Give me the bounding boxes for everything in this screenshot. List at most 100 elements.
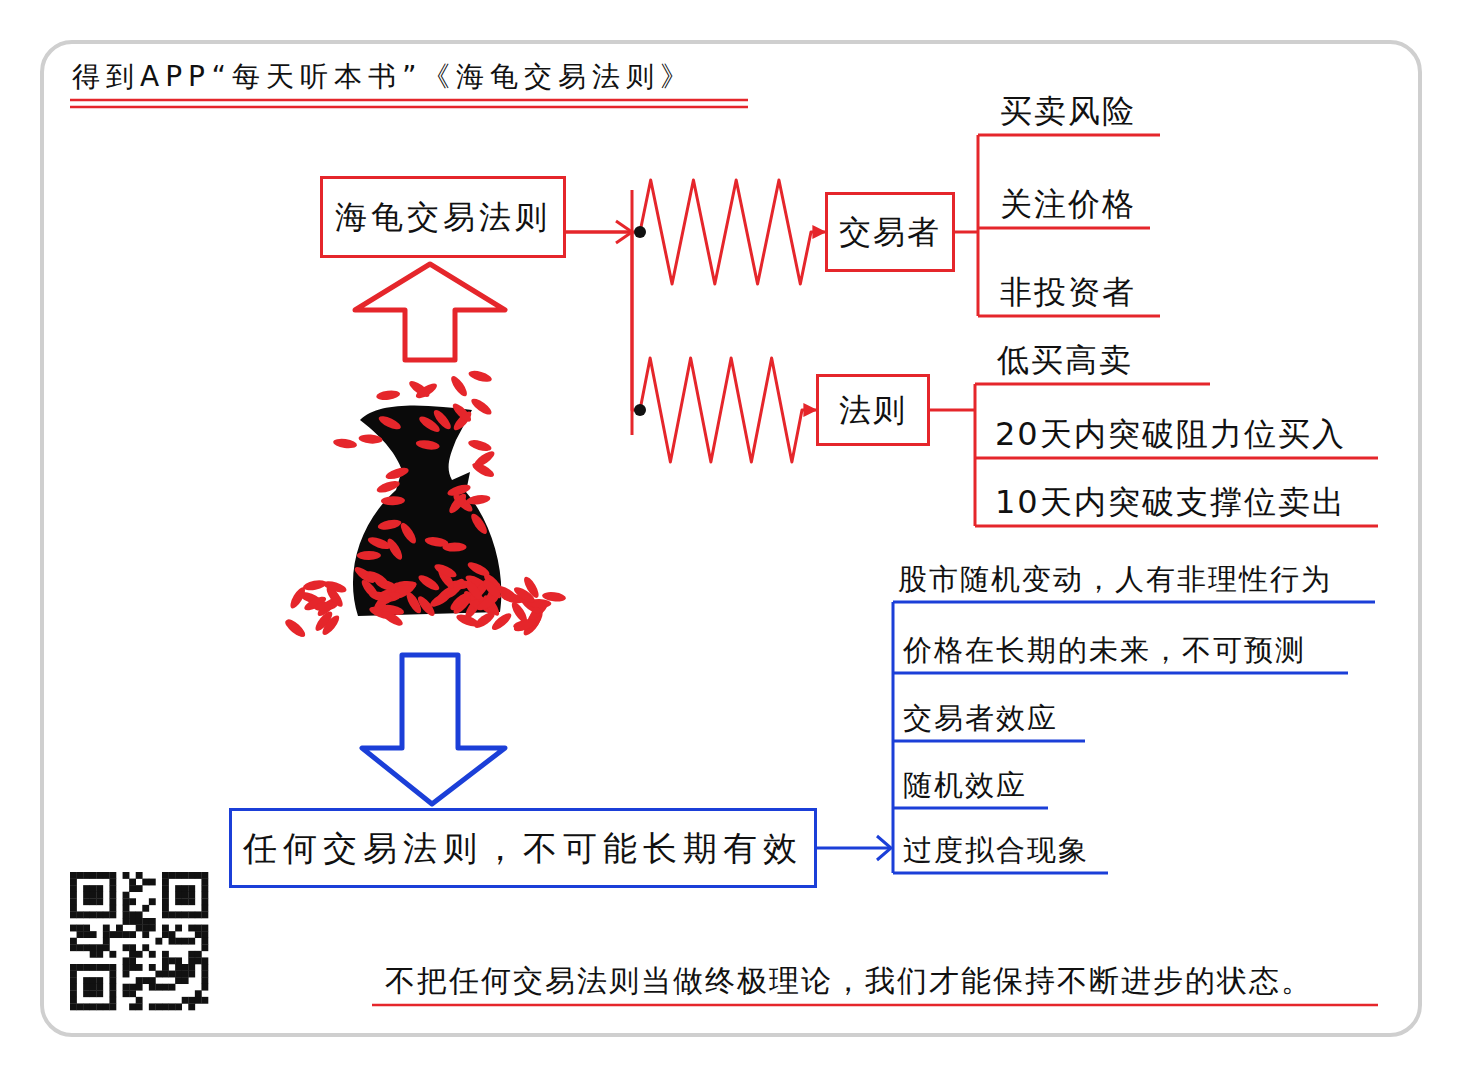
bracket-line <box>892 602 895 873</box>
qr-cell <box>90 892 97 899</box>
qr-cell <box>175 957 182 964</box>
qr-cell <box>201 997 208 1004</box>
qr-cell <box>155 984 162 991</box>
qr-cell <box>109 905 116 912</box>
qr-cell <box>175 977 182 984</box>
pill <box>431 408 453 432</box>
qr-cell <box>169 931 176 938</box>
qr-cell <box>109 997 116 1004</box>
qr-cell <box>162 898 169 905</box>
qr-cell <box>175 971 182 978</box>
branch-line <box>975 457 1378 460</box>
qr-cell <box>175 872 182 879</box>
qr-cell <box>175 892 182 899</box>
qr-cell <box>155 971 162 978</box>
branch-line <box>893 807 1048 810</box>
qr-cell <box>129 879 136 886</box>
qr-cell <box>70 944 77 951</box>
qr-cell <box>175 1003 182 1010</box>
qr-cell <box>201 964 208 971</box>
pill <box>481 577 504 601</box>
qr-cell <box>123 971 130 978</box>
qr-cell <box>70 911 77 918</box>
branch-label: 买卖风险 <box>1000 92 1136 130</box>
qr-cell <box>109 931 116 938</box>
qr-cell <box>136 984 143 991</box>
qr-cell <box>142 905 149 912</box>
qr-cell <box>96 872 103 879</box>
qr-cell <box>162 971 169 978</box>
pill <box>322 579 348 595</box>
qr-cell <box>188 951 195 958</box>
qr-cell <box>109 971 116 978</box>
pill <box>358 434 383 445</box>
qr-cell <box>90 1003 97 1010</box>
qr-cell <box>195 997 202 1004</box>
qr-cell <box>201 971 208 978</box>
qr-cell <box>109 951 116 958</box>
qr-cell <box>70 977 77 984</box>
qr-cell <box>195 957 202 964</box>
qr-cell <box>116 925 123 932</box>
qr-cell <box>182 971 189 978</box>
pill <box>472 449 497 470</box>
qr-cell <box>77 925 84 932</box>
qr-cell <box>83 964 90 971</box>
qr-cell <box>162 964 169 971</box>
qr-cell <box>109 879 116 886</box>
qr-cell <box>136 964 143 971</box>
qr-cell <box>149 879 156 886</box>
bracket-stem <box>817 847 890 850</box>
qr-cell <box>201 938 208 945</box>
qr-cell <box>90 984 97 991</box>
qr-cell <box>149 1003 156 1010</box>
pill <box>357 551 381 560</box>
pill <box>404 590 424 615</box>
branch-line <box>975 525 1378 528</box>
qr-cell <box>136 1003 143 1010</box>
qr-cell <box>96 885 103 892</box>
qr-cell <box>175 964 182 971</box>
qr-cell <box>103 872 110 879</box>
branch-line <box>978 134 1160 137</box>
qr-cell <box>70 872 77 879</box>
qr-cell <box>70 990 77 997</box>
qr-cell <box>136 911 143 918</box>
qr-cell <box>96 892 103 899</box>
qr-cell <box>169 957 176 964</box>
qr-cell <box>123 892 130 899</box>
split-arrowhead <box>616 221 632 243</box>
qr-cell <box>149 951 156 958</box>
pill <box>512 584 537 605</box>
qr-cell <box>182 898 189 905</box>
pill <box>377 414 403 432</box>
spring-dot <box>634 404 646 416</box>
qr-cell <box>123 911 130 918</box>
qr-cell <box>162 885 169 892</box>
spring-connector <box>566 232 816 462</box>
qr-cell <box>96 964 103 971</box>
qr-cell <box>188 957 195 964</box>
qr-cell <box>201 885 208 892</box>
qr-cell <box>188 938 195 945</box>
qr-cell <box>96 990 103 997</box>
qr-cell <box>129 964 136 971</box>
qr-cell <box>155 1003 162 1010</box>
qr-cell <box>129 990 136 997</box>
branch-line <box>975 383 1210 386</box>
qr-cell <box>195 872 202 879</box>
conclusion-box: 任何交易法则，不可能长期有效 <box>229 808 817 888</box>
qr-cell <box>149 964 156 971</box>
qr-cell <box>129 957 136 964</box>
qr-cell <box>129 951 136 958</box>
bracket-stem <box>955 231 978 234</box>
pill <box>466 494 491 506</box>
qr-cell <box>103 944 110 951</box>
qr-cell <box>70 964 77 971</box>
pill <box>490 610 514 632</box>
qr-cell <box>188 971 195 978</box>
qr-cell <box>90 977 97 984</box>
qr-cell <box>129 911 136 918</box>
qr-cell <box>109 892 116 899</box>
